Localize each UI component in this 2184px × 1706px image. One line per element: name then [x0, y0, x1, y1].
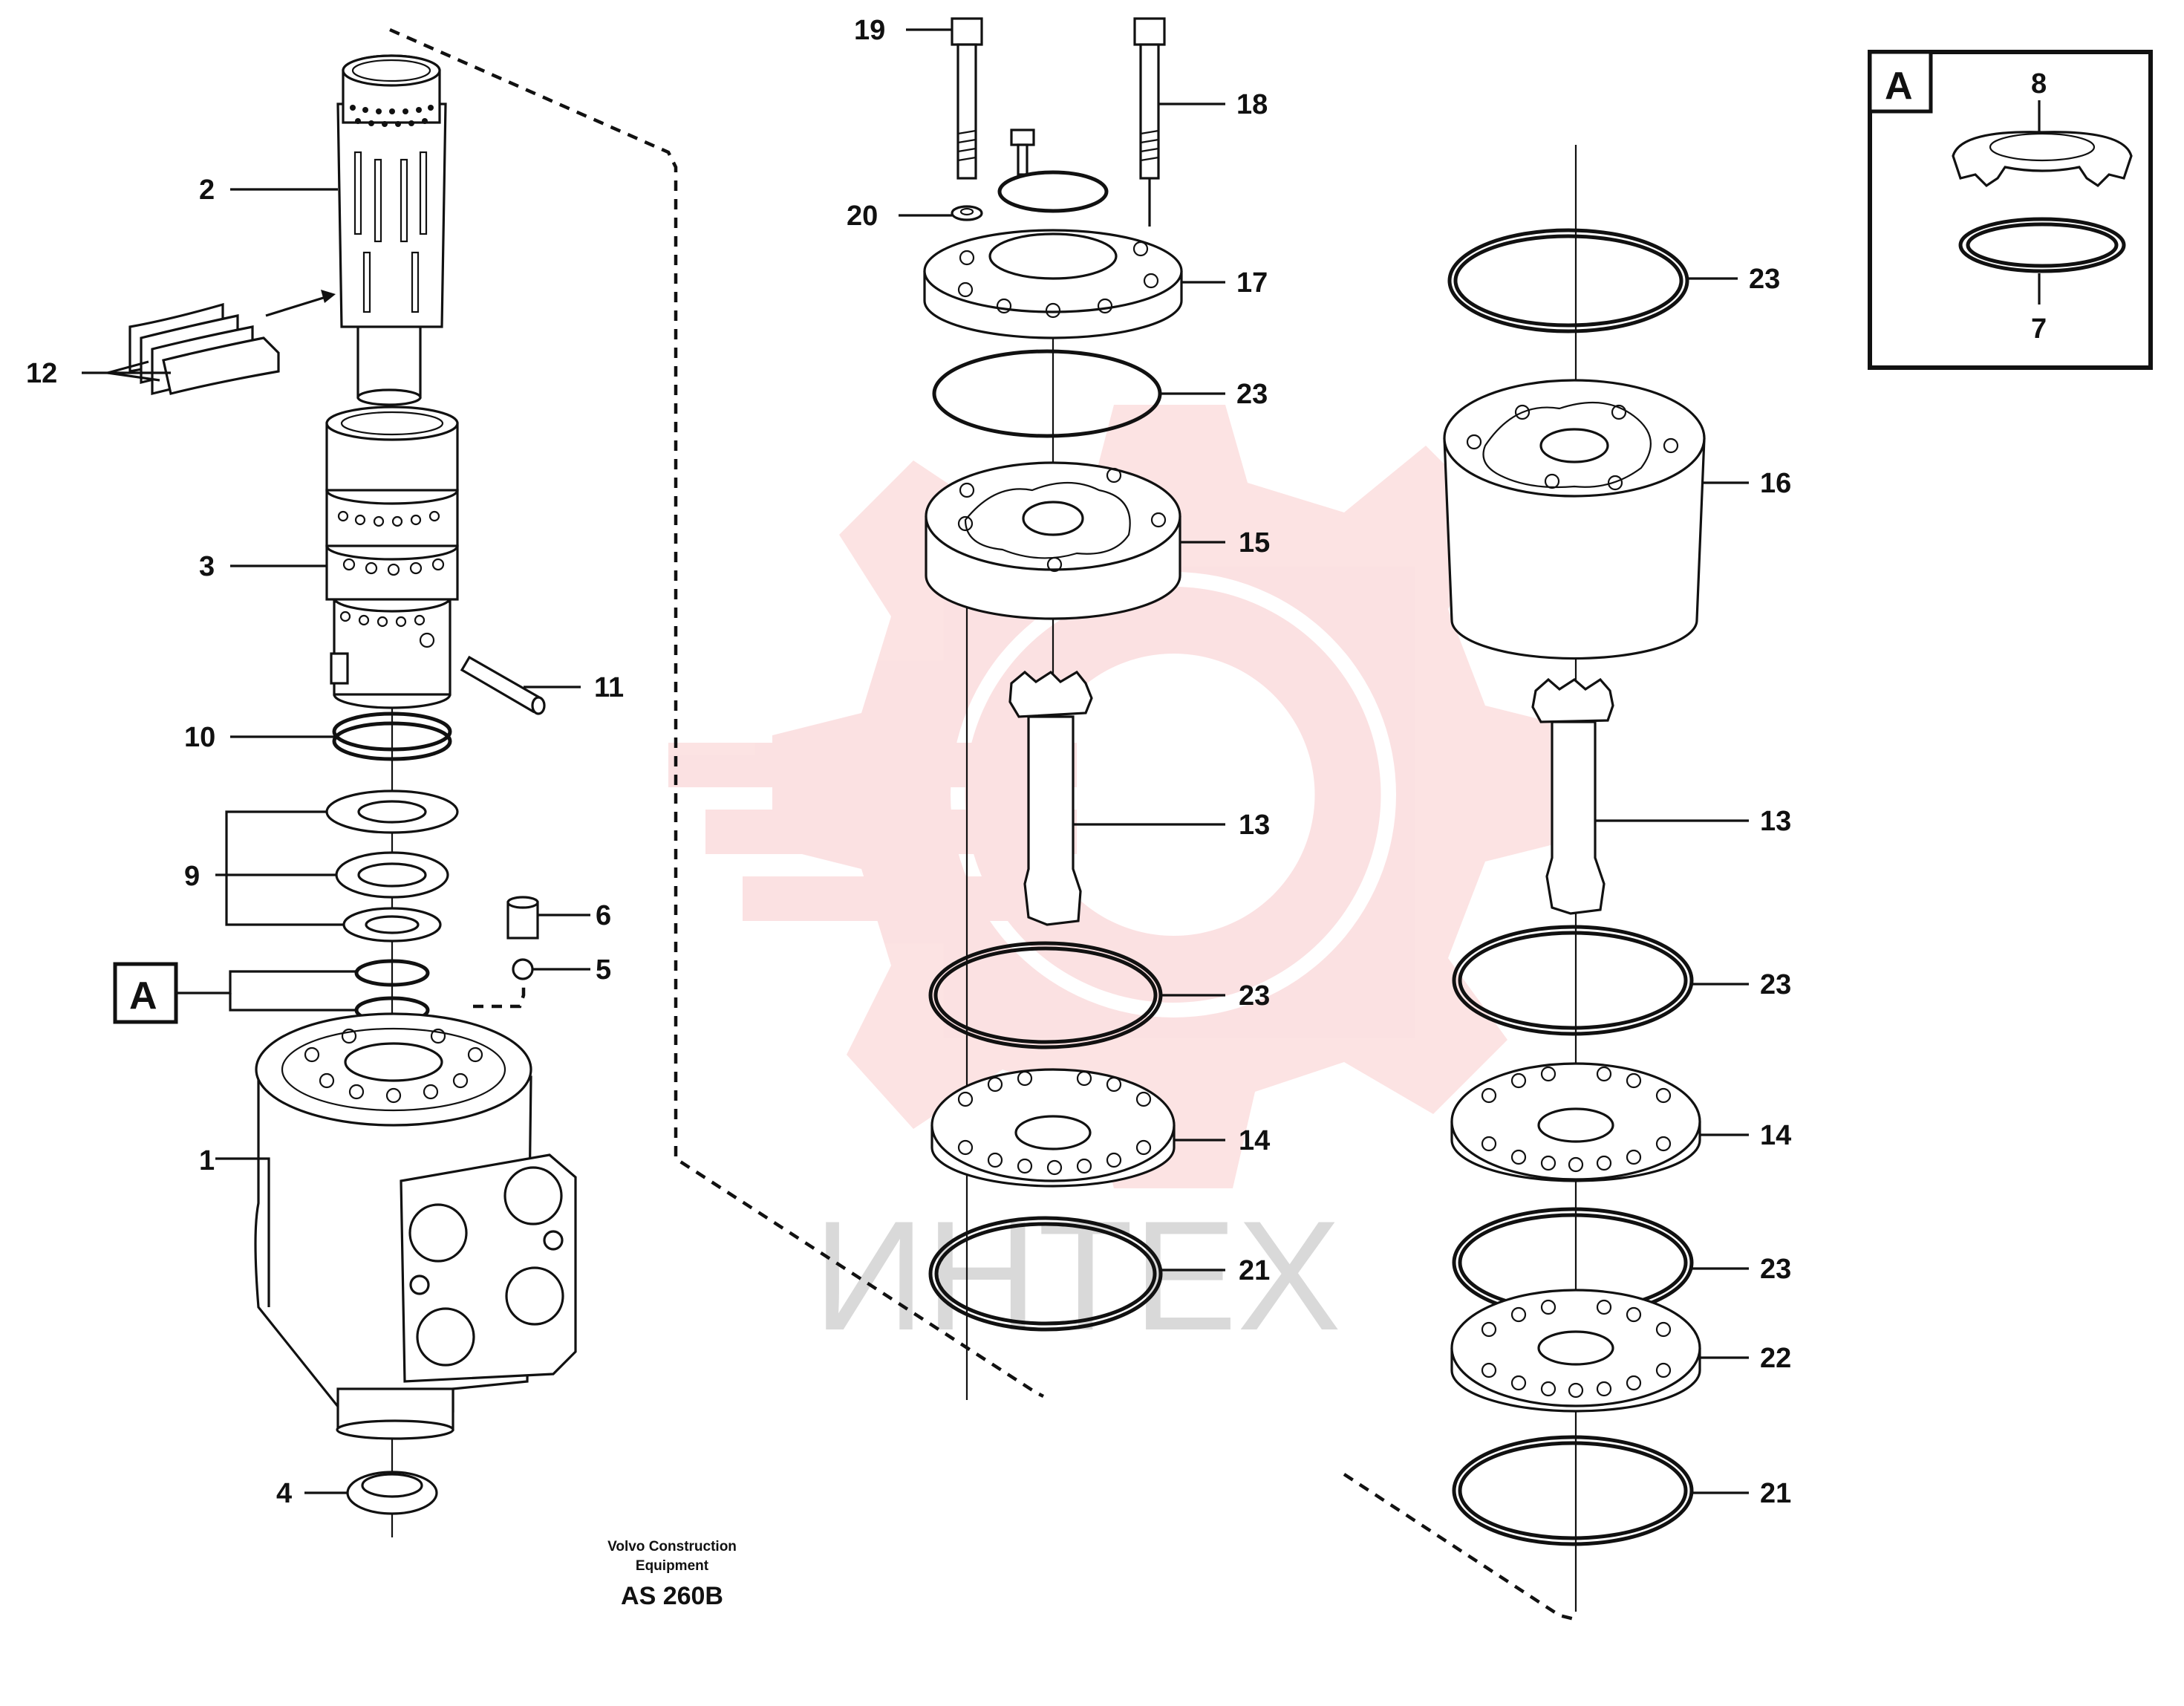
screw-part — [1010, 128, 1035, 176]
callout-1: 1 — [199, 1145, 215, 1176]
o-ring-23-upper-mid — [932, 349, 1162, 438]
o-ring-21-mid — [928, 1216, 1163, 1332]
gearset-15-part — [925, 461, 1181, 620]
o-ring-21-right — [1452, 1435, 1694, 1546]
bolt-18-part — [1133, 17, 1166, 227]
gear-housing-16-part — [1443, 379, 1706, 660]
caption-line-2: Equipment — [636, 1558, 709, 1574]
o-ring-23-right-mid — [1452, 925, 1694, 1036]
valve-sleeve-part — [325, 406, 459, 709]
caption-code: AS 260B — [621, 1582, 723, 1610]
callout-23-right-mid: 23 — [1760, 969, 1791, 1000]
callout-11: 11 — [594, 672, 624, 703]
callout-23-right-top: 23 — [1749, 264, 1780, 295]
callout-23-mid-lower: 23 — [1239, 980, 1270, 1012]
callout-15: 15 — [1239, 527, 1270, 559]
callout-9: 9 — [184, 861, 200, 892]
drawing-caption: Volvo Construction Equipment AS 260B — [607, 1539, 737, 1610]
cover-17-part — [923, 170, 1183, 339]
callout-16: 16 — [1760, 468, 1791, 499]
callout-21-mid: 21 — [1239, 1255, 1270, 1286]
o-ring-23-right-top — [1447, 228, 1689, 333]
callout-14-right: 14 — [1760, 1120, 1791, 1151]
detail-ref-letter: A — [129, 974, 157, 1018]
callout-13-right: 13 — [1760, 806, 1791, 837]
detail-label-7: 7 — [2031, 313, 2047, 345]
callout-14-mid: 14 — [1239, 1125, 1270, 1156]
valve-housing-part — [254, 1012, 577, 1440]
centering-springs-part — [128, 290, 336, 396]
callout-10: 10 — [184, 722, 215, 753]
detail-box-letter: A — [1885, 65, 1913, 108]
leader-lines — [82, 28, 1749, 1494]
check-valve-parts — [506, 896, 539, 980]
callout-23-mid-top: 23 — [1236, 379, 1268, 410]
callout-18: 18 — [1236, 89, 1268, 120]
dashed-guide-lines — [389, 27, 1575, 1621]
drive-shaft-13-mid-part — [1008, 670, 1093, 926]
callout-13-mid: 13 — [1239, 810, 1270, 841]
plate-22-right-part — [1450, 1289, 1701, 1413]
cross-pin-part — [460, 655, 546, 715]
watermark-text: ИНТЕХ — [813, 1188, 1341, 1363]
washer-20-part — [951, 205, 983, 221]
plate-14-right-part — [1450, 1062, 1701, 1182]
callout-labels: 1 2 3 4 5 6 9 10 11 12 13 13 14 14 15 16… — [26, 15, 1791, 1509]
dust-seal-part — [346, 1471, 438, 1515]
callout-20: 20 — [847, 201, 878, 232]
callout-21-right: 21 — [1760, 1478, 1791, 1509]
bolt-19-part — [951, 17, 983, 180]
callout-5: 5 — [596, 954, 611, 986]
callout-12: 12 — [26, 358, 57, 389]
drive-shaft-13-right-part — [1531, 677, 1614, 915]
detail-box-a: A 8 7 — [1868, 50, 2153, 370]
callout-19: 19 — [854, 15, 885, 46]
callout-22: 22 — [1760, 1343, 1791, 1374]
caption-line-1: Volvo Construction — [607, 1539, 737, 1554]
callout-17: 17 — [1236, 267, 1268, 299]
callout-23-right-lower: 23 — [1760, 1254, 1791, 1285]
callout-2: 2 — [199, 175, 215, 206]
plate-14-mid-part — [930, 1068, 1176, 1188]
spool-sleeve-part — [336, 54, 447, 406]
callout-6: 6 — [596, 900, 611, 931]
detail-ref-a: A — [113, 962, 356, 1024]
callout-4: 4 — [276, 1478, 292, 1509]
callout-3: 3 — [199, 551, 215, 582]
detail-label-8: 8 — [2031, 68, 2047, 100]
